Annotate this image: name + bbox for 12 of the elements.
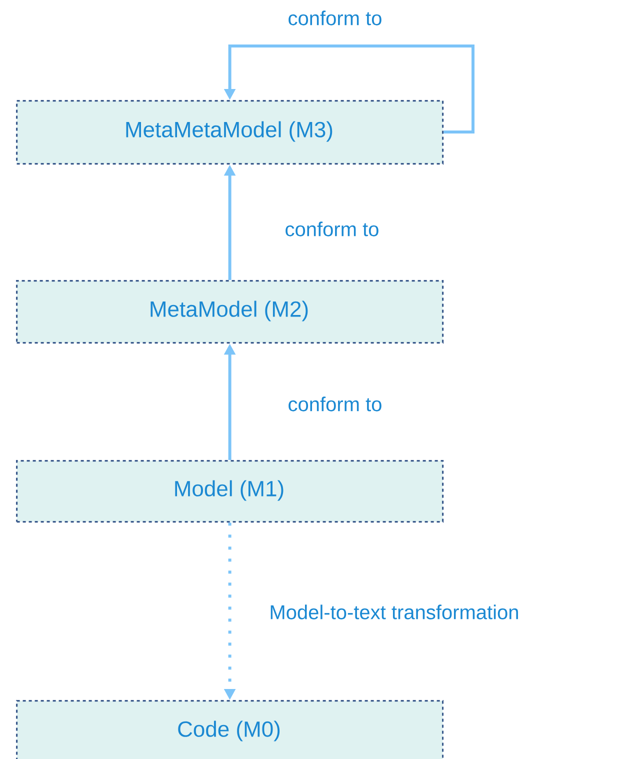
level-name: MetaMetaModel (M3) (126, 121, 332, 142)
edge-label: Model-to-text transformation (270, 604, 518, 620)
level-name: Code (M0) (178, 720, 280, 742)
edge-label: conform to (286, 222, 378, 236)
level-name: MetaModel (M2) (150, 300, 308, 322)
level-box (16, 460, 444, 523)
level-box (16, 280, 444, 344)
level-name: Model (M1) (175, 480, 284, 501)
edge-label: conform to (288, 10, 382, 26)
level-box (16, 100, 444, 165)
edge-label: conform to (288, 396, 382, 412)
level-box (16, 700, 444, 759)
